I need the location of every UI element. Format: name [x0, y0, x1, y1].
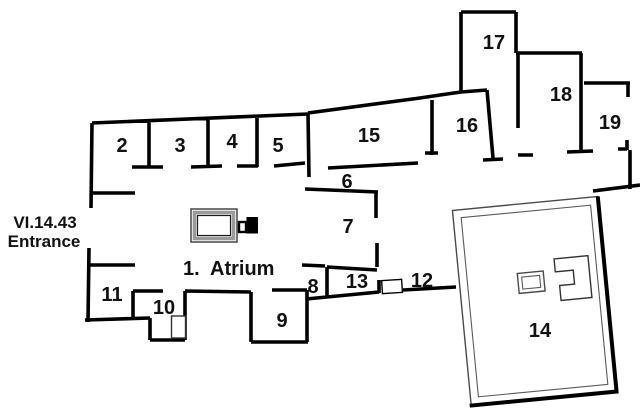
- entrance-address-label: VI.14.43: [13, 213, 76, 232]
- basin-marker: [380, 278, 404, 295]
- stairs-marker: [170, 315, 187, 339]
- room-label-2: 2: [116, 135, 127, 157]
- room-label-10: 10: [153, 297, 175, 319]
- room-label-7: 7: [342, 216, 353, 238]
- room-label-8: 8: [307, 276, 318, 298]
- masonry-triclinium-shape: [553, 254, 593, 302]
- room-label-12: 12: [411, 270, 433, 292]
- room-label-15: 15: [358, 125, 380, 147]
- room-label-3: 3: [174, 135, 185, 157]
- room-label-4: 4: [226, 131, 238, 153]
- room-label-5: 5: [272, 135, 283, 157]
- impluvium-frame: [192, 210, 236, 241]
- garden-thick-east-south-wall: [469, 196, 619, 408]
- atrium-name-label: Atrium: [210, 258, 274, 280]
- atrium-number-label: 1.: [183, 258, 200, 280]
- room-label-18: 18: [550, 84, 572, 106]
- garden-pool-inner: [521, 274, 542, 290]
- garden-room-14: [451, 195, 619, 408]
- garden-inner-border: [460, 204, 609, 398]
- corridor-walls: [301, 187, 457, 301]
- room-label-13: 13: [346, 271, 368, 293]
- room-label-6: 6: [341, 171, 352, 193]
- cistern-mouth-marker: [237, 220, 248, 234]
- north-east-wing-walls: [306, 10, 640, 193]
- entrance-label: Entrance: [8, 232, 81, 251]
- impluvium-outer: [190, 208, 238, 243]
- room-label-19: 19: [599, 112, 621, 134]
- room-label-11: 11: [101, 284, 122, 306]
- impluvium-inner: [196, 214, 232, 237]
- room-label-17: 17: [483, 32, 505, 54]
- impluvium: [190, 208, 238, 243]
- room-label-9: 9: [276, 310, 287, 332]
- room-label-14: 14: [529, 320, 552, 342]
- garden-pool-outer: [516, 270, 546, 295]
- block-marker: [246, 217, 258, 234]
- room-label-16: 16: [456, 115, 478, 137]
